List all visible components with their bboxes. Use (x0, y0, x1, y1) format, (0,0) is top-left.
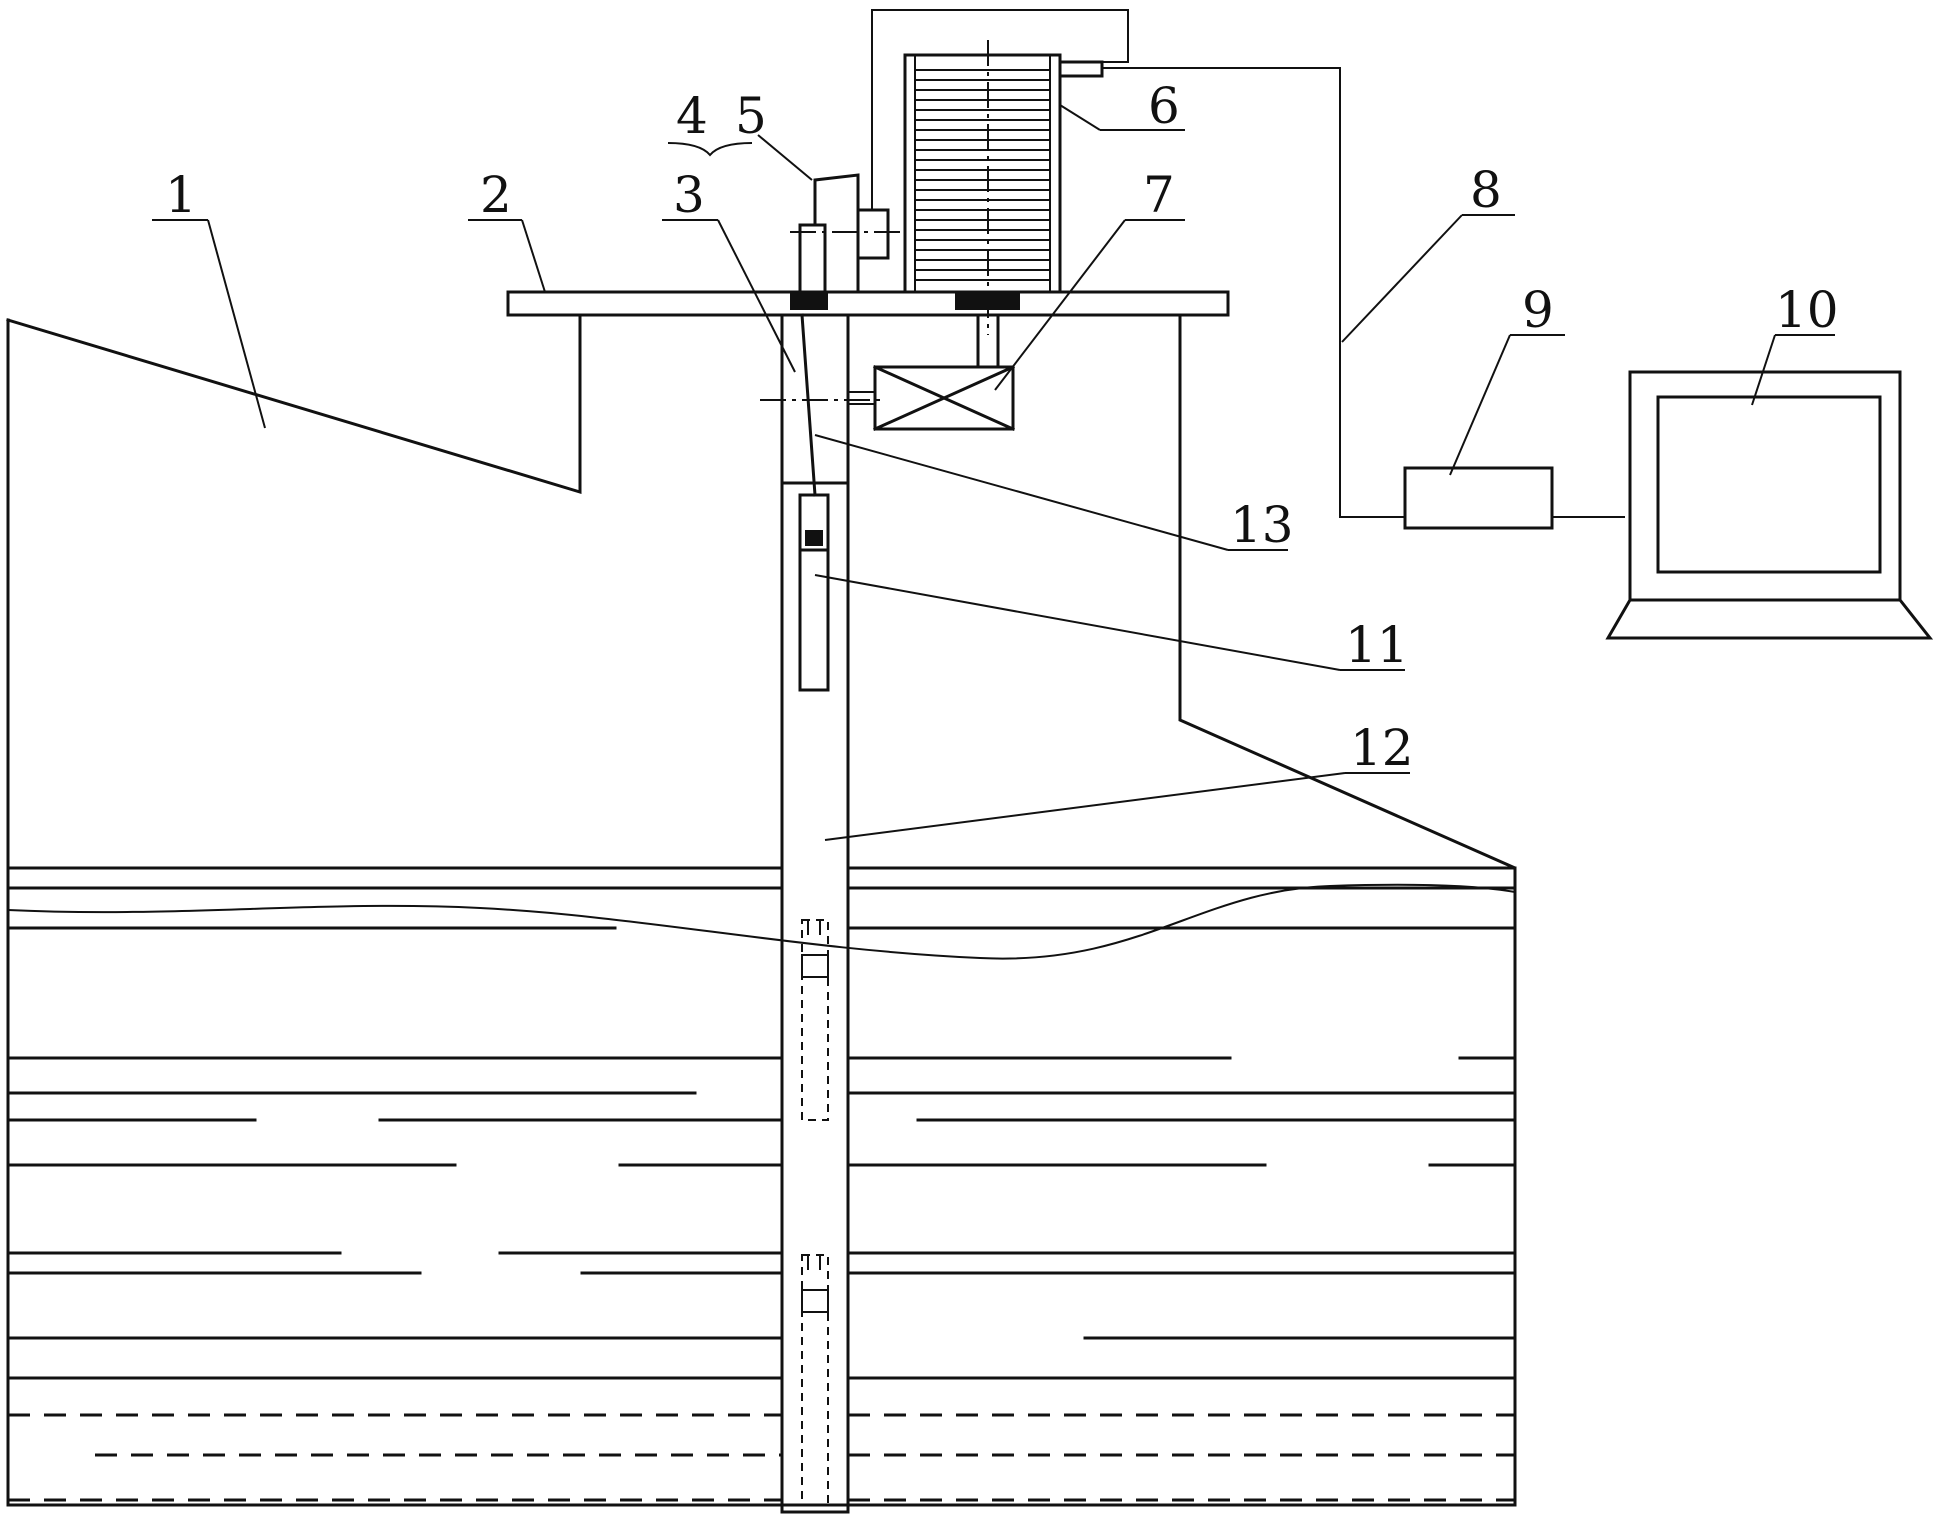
cable-13 (800, 313, 817, 497)
probe-11 (798, 493, 830, 692)
label-12: 12 (1350, 719, 1414, 777)
label-13: 13 (1230, 496, 1294, 554)
data-collector-9 (1403, 466, 1554, 530)
leader-lines (152, 104, 1835, 841)
label-8: 8 (1470, 161, 1502, 219)
label-7: 7 (1143, 166, 1175, 224)
soil-layer-lines (6, 866, 1517, 1502)
label-1: 1 (165, 166, 197, 224)
computer-10 (1605, 370, 1934, 640)
label-6: 6 (1148, 77, 1180, 135)
label-2: 2 (480, 166, 512, 224)
label-11: 11 (1345, 616, 1409, 674)
mounting-plate (506, 290, 1230, 317)
label-4: 4 (676, 87, 708, 145)
component-labels: 1 2 3 4 5 6 7 8 9 10 11 12 13 (165, 77, 1839, 777)
label-10: 10 (1775, 281, 1839, 339)
label-3: 3 (673, 166, 705, 224)
probe-positions-dashed (801, 919, 829, 1506)
cable-drum-6 (903, 40, 1104, 335)
label-5: 5 (735, 87, 767, 145)
water-table-curve (7, 883, 1516, 960)
slope-body (6, 313, 1517, 1507)
pulley-assembly-4-5 (790, 173, 905, 310)
label-9: 9 (1522, 281, 1554, 339)
motor-7 (848, 313, 1015, 431)
borehole-casing (780, 313, 850, 1514)
signal-wiring (871, 9, 1625, 518)
